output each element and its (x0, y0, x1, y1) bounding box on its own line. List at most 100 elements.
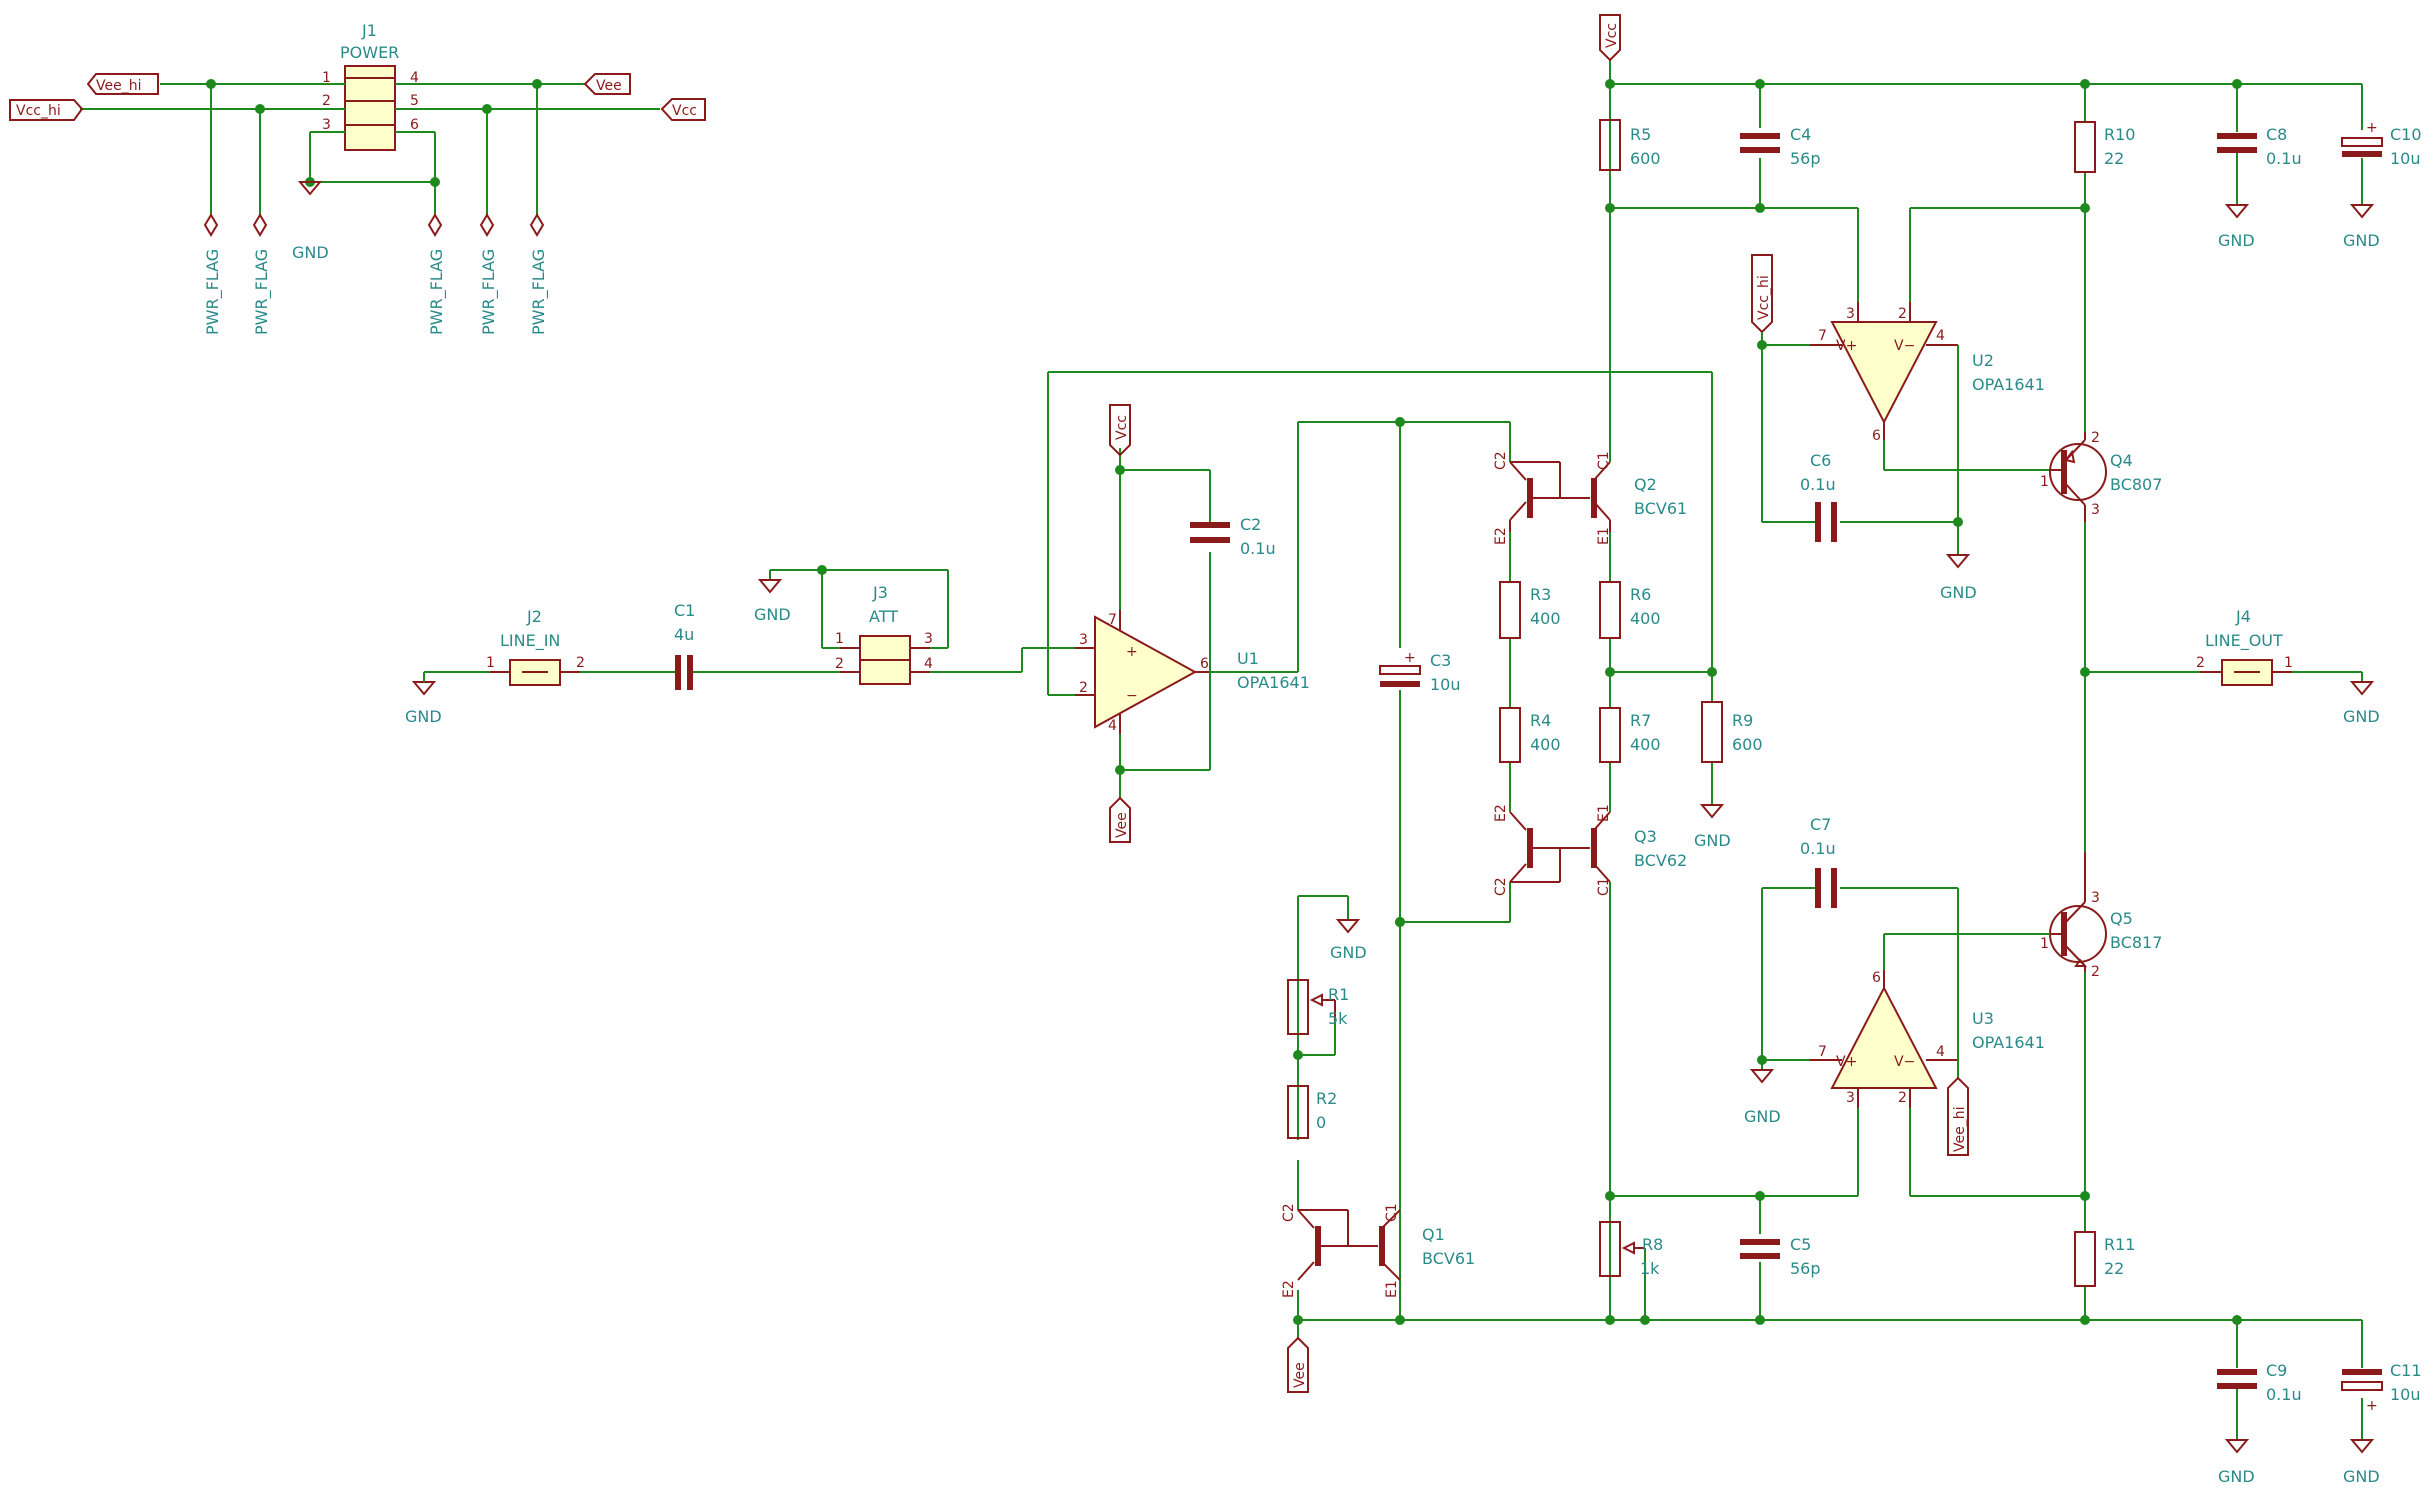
u1-minus: − (1126, 688, 1138, 704)
r1-value: 5k (1328, 1009, 1348, 1028)
j2-ref: J2 (526, 607, 542, 626)
potentiometer-r8 (1599, 1221, 1645, 1277)
c1-ref: C1 (674, 601, 695, 620)
capacitor-c2 (1190, 522, 1230, 543)
svg-text:Vcc: Vcc (1604, 23, 1620, 48)
q2-e1: E1 (1596, 527, 1612, 545)
svg-text:+: + (2366, 1398, 2378, 1414)
resistor-r6 (1599, 581, 1621, 639)
c11-gnd-label: GND (2343, 1467, 2380, 1486)
q2-c2: C2 (1493, 451, 1509, 470)
q2-value: BCV61 (1634, 499, 1687, 518)
j1-value: POWER (340, 43, 399, 62)
q4-pin-1: 1 (2040, 474, 2049, 490)
transistor-q2 (1509, 461, 1611, 532)
svg-text:Vcc_hi: Vcc_hi (16, 103, 61, 119)
r11-ref: R11 (2104, 1235, 2135, 1254)
u3-pin-7: 7 (1818, 1044, 1827, 1060)
resistor-r11 (2074, 1231, 2096, 1287)
r2-ref: R2 (1316, 1089, 1337, 1108)
q3-value: BCV62 (1634, 851, 1687, 870)
u1-pin-6: 6 (1200, 656, 1209, 672)
capacitor-c9 (2217, 1369, 2257, 1389)
j2-pin-1: 1 (486, 655, 495, 671)
c6-ref: C6 (1810, 451, 1831, 470)
capacitor-c1 (665, 655, 840, 690)
u3-pin-4: 4 (1936, 1044, 1945, 1060)
q3-e1: E1 (1596, 804, 1612, 822)
r8-value: 1k (1640, 1259, 1660, 1278)
svg-text:Vee_hi: Vee_hi (1952, 1107, 1968, 1152)
r7-ref: R7 (1630, 711, 1651, 730)
svg-text:Vee: Vee (1114, 812, 1130, 838)
j4-pin-1: 1 (2284, 655, 2293, 671)
c10-gnd-label: GND (2343, 231, 2380, 250)
q1-c2: C2 (1281, 1203, 1297, 1222)
q5-ref: Q5 (2110, 909, 2133, 928)
net-label-vcc-top: Vcc (1599, 14, 1621, 62)
u1-pin-4: 4 (1108, 718, 1117, 734)
r7-value: 400 (1630, 735, 1661, 754)
c11-value: 10u (2390, 1385, 2421, 1404)
j3-pin-1: 1 (835, 631, 844, 647)
c2-value: 0.1u (1240, 539, 1276, 558)
q2-c1: C1 (1596, 451, 1612, 470)
q1-ref: Q1 (1422, 1225, 1445, 1244)
u2-pin-4: 4 (1936, 328, 1945, 344)
net-label-vee-q1: Vee (1287, 1336, 1309, 1393)
u2-pin-2: 2 (1898, 306, 1907, 322)
u3-pin-3: 3 (1846, 1090, 1855, 1106)
svg-text:Vcc_hi: Vcc_hi (1756, 275, 1772, 320)
pwr-flag-label-3: PWR_FLAG (427, 249, 447, 335)
r4-ref: R4 (1530, 711, 1551, 730)
svg-text:Vee: Vee (596, 78, 622, 94)
c8-value: 0.1u (2266, 149, 2302, 168)
u2-pin-7: 7 (1818, 328, 1827, 344)
u3-vminus: V− (1894, 1054, 1915, 1070)
c7-ref: C7 (1810, 815, 1831, 834)
svg-text:Vee_hi: Vee_hi (96, 78, 141, 94)
capacitor-c5 (1740, 1239, 1780, 1259)
resistor-r9 (1701, 701, 1723, 763)
q5-pin-1: 1 (2040, 936, 2049, 952)
r3-value: 400 (1530, 609, 1561, 628)
j2-value: LINE_IN (500, 631, 560, 651)
capacitor-c6 (1815, 502, 1837, 542)
j1-pin-5: 5 (410, 93, 419, 109)
q1-c1: C1 (1384, 1203, 1400, 1222)
u2-pin-3: 3 (1846, 306, 1855, 322)
pwr-flag-label-4: PWR_FLAG (479, 249, 499, 335)
u2-value: OPA1641 (1972, 375, 2045, 394)
u1-pin-2: 2 (1079, 680, 1088, 696)
output-stage-wiring (1395, 80, 1725, 1320)
r8-ref: R8 (1642, 1235, 1663, 1254)
j3-gnd-label: GND (754, 605, 791, 624)
q4-pin-3: 3 (2091, 502, 2100, 518)
j1-pin-1: 1 (322, 70, 331, 86)
c8-ref: C8 (2266, 125, 2287, 144)
j4-ref: J4 (2235, 607, 2251, 626)
net-label-vee-u1: Vee (1109, 796, 1131, 843)
r9-value: 600 (1732, 735, 1763, 754)
r9-ref: R9 (1732, 711, 1753, 730)
c4-ref: C4 (1790, 125, 1811, 144)
opamp-u2 (1757, 302, 2050, 569)
u2-pin-6: 6 (1872, 428, 1881, 444)
svg-text:+: + (1404, 650, 1416, 666)
transistor-q4 (2049, 432, 2107, 522)
u3-pin-6: 6 (1872, 970, 1881, 986)
resistor-r10 (2074, 121, 2096, 173)
vcc-rail (1605, 60, 2375, 1196)
c9-gnd-label: GND (2218, 1467, 2255, 1486)
resistor-r5 (1599, 119, 1621, 171)
u1-ref: U1 (1237, 649, 1259, 668)
net-label-vcc-j1: Vcc (660, 98, 706, 121)
q2-ref: Q2 (1634, 475, 1657, 494)
q1-e1: E1 (1384, 1280, 1400, 1298)
r5-ref: R5 (1630, 125, 1651, 144)
r1-ref: R1 (1328, 985, 1349, 1004)
capacitor-c11: + (2341, 1369, 2383, 1414)
r1-gnd-label: GND (1330, 943, 1367, 962)
j1-gnd-label: GND (292, 243, 329, 262)
opamp-u1 (1047, 371, 1712, 798)
